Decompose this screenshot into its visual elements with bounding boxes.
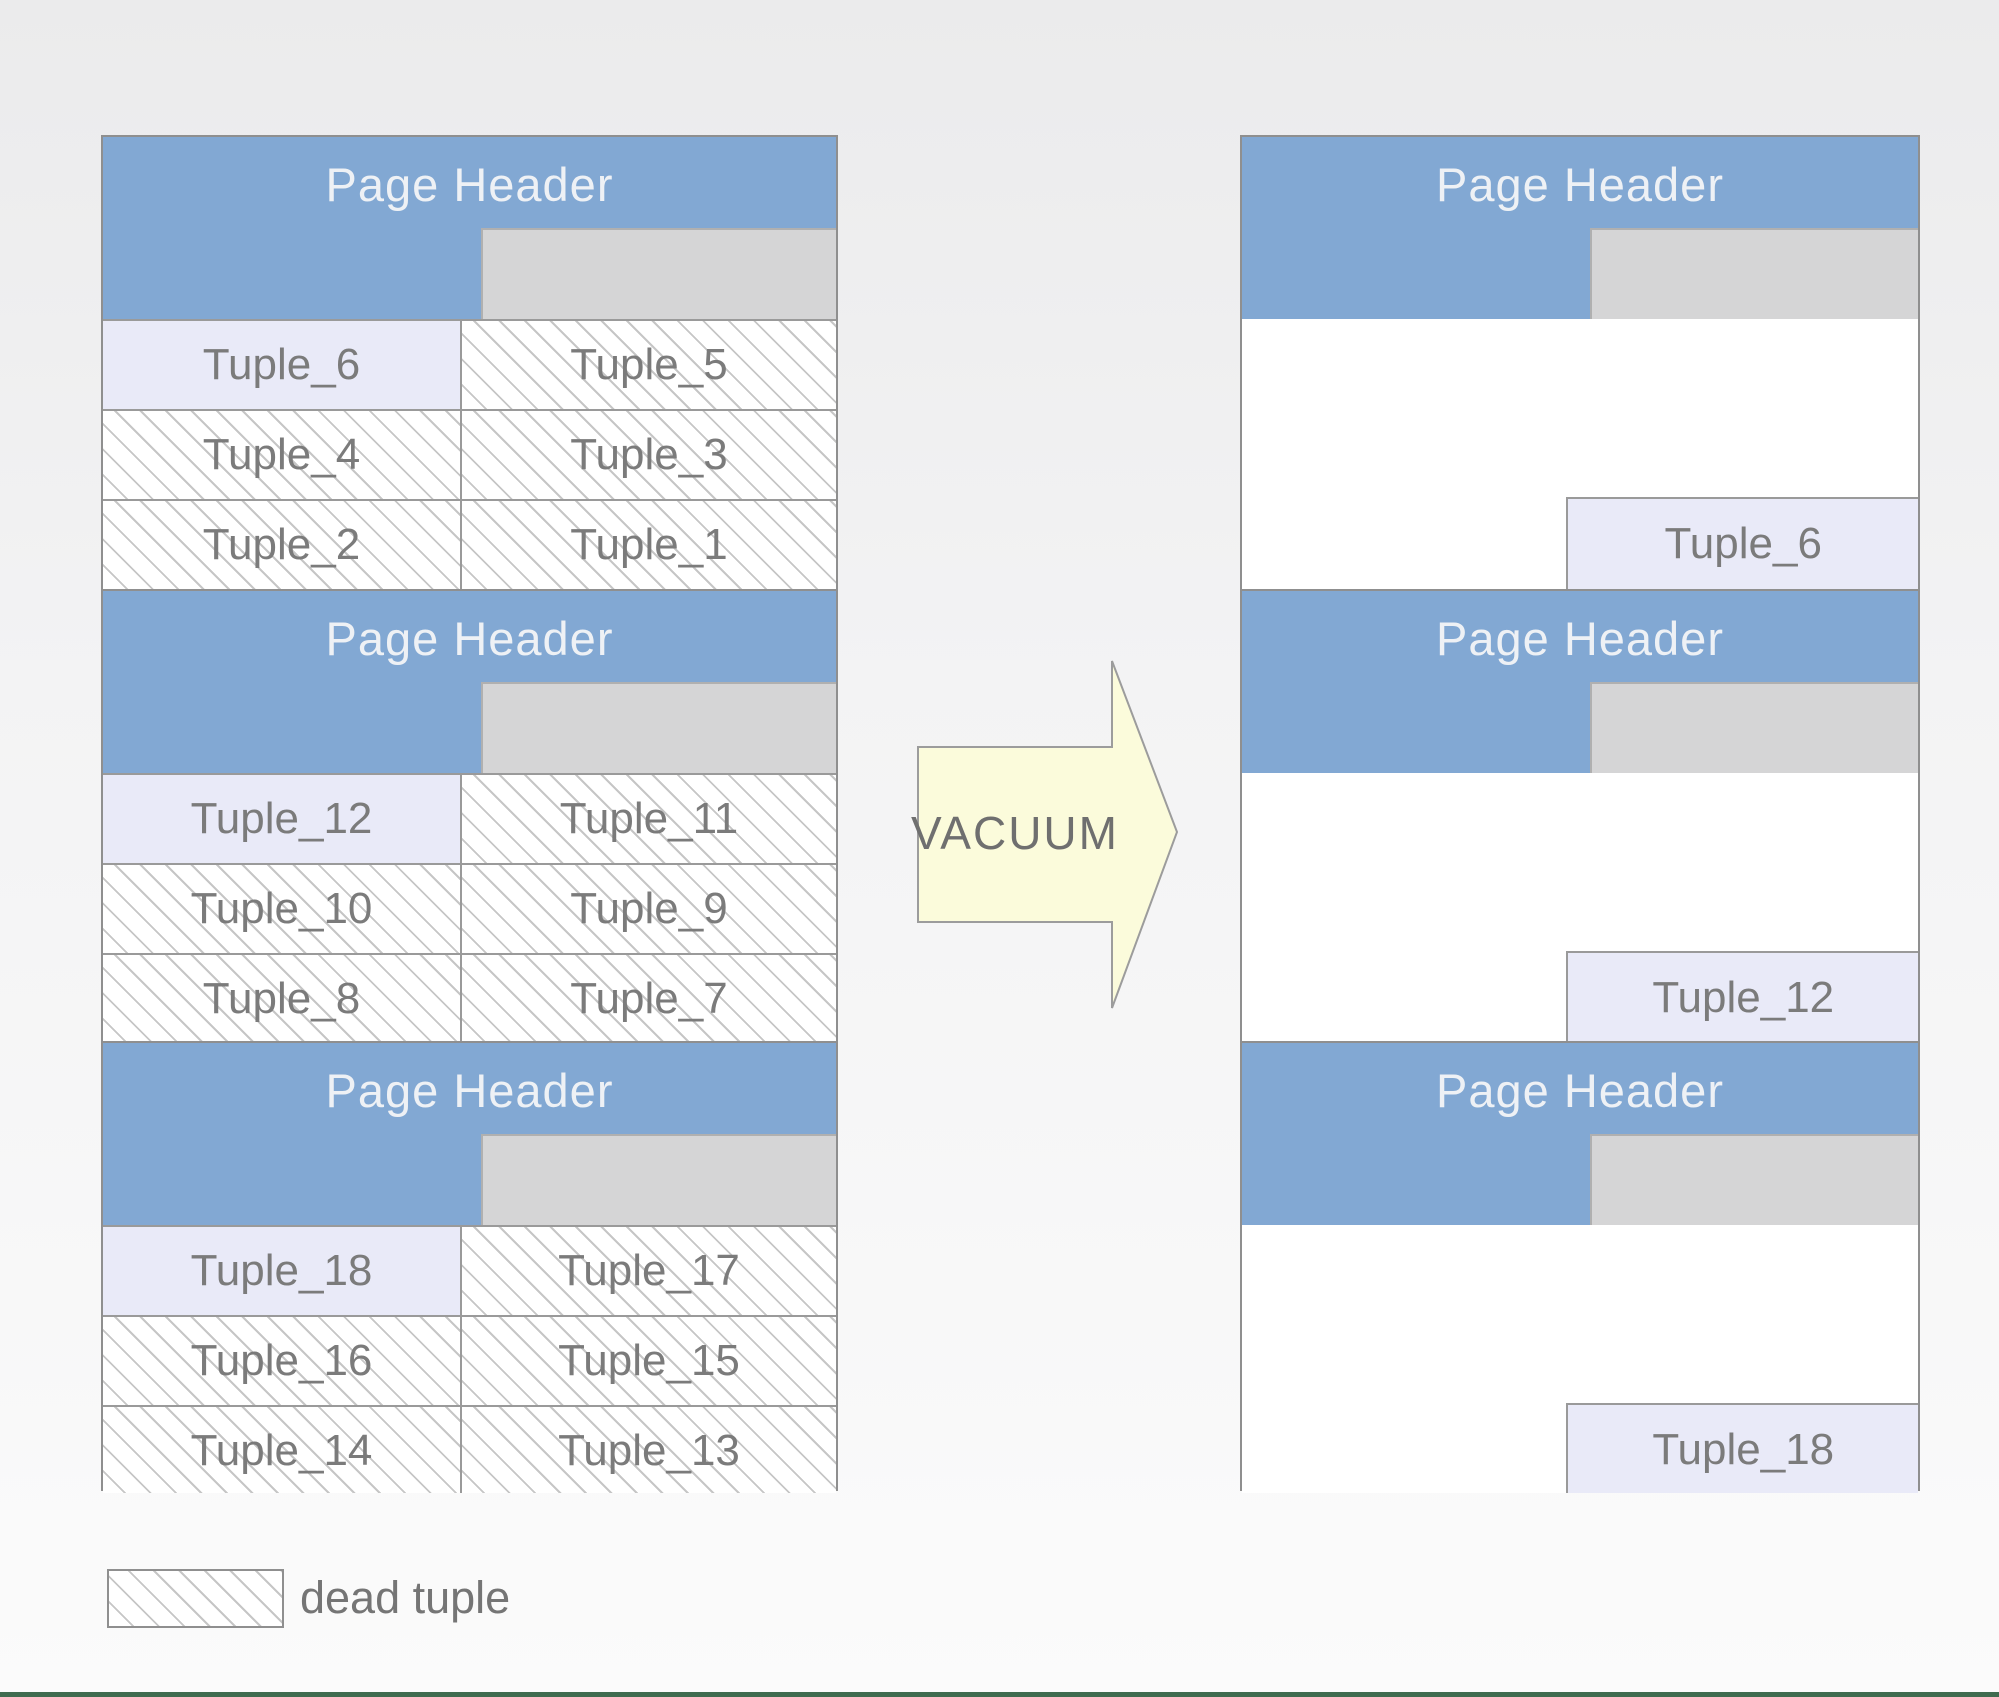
dead-tuple-cell: Tuple_10 (103, 865, 460, 953)
page-header: Page Header (103, 591, 836, 773)
dead-tuple-cell: Tuple_5 (459, 321, 836, 409)
page-header: Page Header (103, 137, 836, 319)
page-3: Page Header Tuple_18 (1242, 1041, 1918, 1493)
dead-tuple-cell: Tuple_1 (459, 501, 836, 589)
tuple-row: Tuple_18 Tuple_17 (103, 1225, 836, 1315)
dead-tuple-cell: Tuple_7 (459, 955, 836, 1041)
page-header: Page Header (1242, 137, 1918, 319)
tuple-cell: Tuple_18 (1566, 1403, 1918, 1493)
tuple-row: Tuple_10 Tuple_9 (103, 863, 836, 953)
page-header-label: Page Header (325, 158, 614, 211)
page-header-label: Page Header (325, 1064, 614, 1117)
arrow-shape (917, 660, 1179, 1009)
header-gray-box (480, 1134, 836, 1225)
tuple-row: Tuple_6 Tuple_5 (103, 319, 836, 409)
after-vacuum-diagram: Page Header Tuple_6 Page Header Tuple_12… (1240, 135, 1920, 1493)
page-1: Page Header Tuple_6 Tuple_5 Tuple_4 Tupl… (103, 137, 836, 589)
header-gray-box (1590, 1134, 1918, 1225)
free-space: Tuple_18 (1242, 1225, 1918, 1493)
vacuum-arrow: VACUUM (900, 645, 1190, 1020)
page-header-label: Page Header (1436, 158, 1724, 211)
dead-tuple-cell: Tuple_17 (459, 1227, 836, 1315)
tuple-cell: Tuple_12 (103, 775, 460, 863)
vacuum-label: VACUUM (911, 807, 1119, 859)
page-header-label: Page Header (1436, 612, 1724, 665)
header-gray-box (1590, 682, 1918, 773)
dead-tuple-cell: Tuple_8 (103, 955, 460, 1041)
page-header-label: Page Header (1436, 1064, 1724, 1117)
page-1: Page Header Tuple_6 (1242, 137, 1918, 589)
tuple-cell: Tuple_6 (1566, 497, 1918, 589)
tuple-cell: Tuple_6 (103, 321, 460, 409)
dead-tuple-cell: Tuple_4 (103, 411, 460, 499)
dead-tuple-legend-label: dead tuple (300, 1572, 511, 1623)
bottom-green-bar (0, 1692, 1999, 1697)
tuple-row: Tuple_2 Tuple_1 (103, 499, 836, 589)
page-header: Page Header (1242, 1043, 1918, 1225)
dead-tuple-cell: Tuple_13 (459, 1407, 836, 1493)
dead-tuple-cell: Tuple_14 (103, 1407, 460, 1493)
free-space: Tuple_12 (1242, 773, 1918, 1041)
header-gray-box (480, 228, 836, 319)
page-3: Page Header Tuple_18 Tuple_17 Tuple_16 T… (103, 1041, 836, 1493)
tuple-row: Tuple_16 Tuple_15 (103, 1315, 836, 1405)
tuple-row: Tuple_14 Tuple_13 (103, 1405, 836, 1493)
dead-tuple-cell: Tuple_15 (459, 1317, 836, 1405)
dead-tuple-cell: Tuple_16 (103, 1317, 460, 1405)
tuple-row: Tuple_12 Tuple_11 (103, 773, 836, 863)
dead-tuple-cell: Tuple_3 (459, 411, 836, 499)
tuple-row: Tuple_8 Tuple_7 (103, 953, 836, 1041)
dead-tuple-cell: Tuple_11 (459, 775, 836, 863)
dead-tuple-cell: Tuple_9 (459, 865, 836, 953)
tuple-cell: Tuple_12 (1566, 951, 1918, 1041)
page-header-label: Page Header (325, 612, 614, 665)
page-2: Page Header Tuple_12 Tuple_11 Tuple_10 T… (103, 589, 836, 1041)
free-space: Tuple_6 (1242, 319, 1918, 589)
header-gray-box (1590, 228, 1918, 319)
dead-tuple-swatch (107, 1569, 284, 1628)
dead-tuple-cell: Tuple_2 (103, 501, 460, 589)
page-header: Page Header (103, 1043, 836, 1225)
page-header: Page Header (1242, 591, 1918, 773)
header-gray-box (480, 682, 836, 773)
before-vacuum-diagram: Page Header Tuple_6 Tuple_5 Tuple_4 Tupl… (101, 135, 838, 1493)
tuple-cell: Tuple_18 (103, 1227, 460, 1315)
page-2: Page Header Tuple_12 (1242, 589, 1918, 1041)
tuple-row: Tuple_4 Tuple_3 (103, 409, 836, 499)
